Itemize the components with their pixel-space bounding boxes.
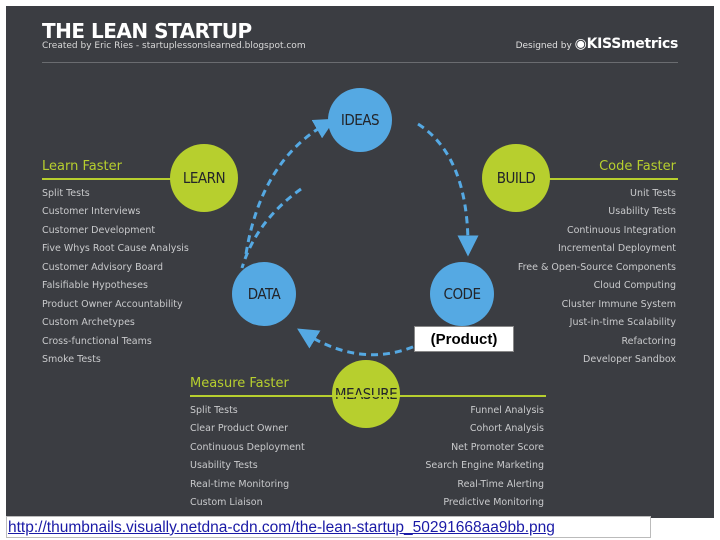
code-faster-item: Usability Tests xyxy=(608,206,676,217)
learn-item: Customer Interviews xyxy=(42,206,141,217)
measure-item: Split Tests xyxy=(190,405,238,416)
code-node: CODE xyxy=(430,262,494,326)
measure-item: Custom Liaison xyxy=(190,497,263,508)
source-url-bar xyxy=(6,516,651,538)
kissmetrics-logo: ◉KISSmetrics xyxy=(574,36,679,52)
code-faster-item: Developer Sandbox xyxy=(583,354,676,365)
kissmetrics-brand: KISSmetrics xyxy=(586,36,679,52)
learn-faster-heading: Learn Faster xyxy=(42,159,122,174)
ideas-node: IDEAS xyxy=(328,88,392,152)
measure-faster-rule xyxy=(190,395,546,397)
code-faster-item: Continuous Integration xyxy=(566,225,676,236)
code-faster-item: Just-in-time Scalability xyxy=(569,317,676,328)
lean-startup-poster: THE LEAN STARTUP Created by Eric Ries - … xyxy=(6,6,714,518)
code-faster-item: Unit Tests xyxy=(629,188,676,199)
measure-item: Clear Product Owner xyxy=(190,423,288,434)
code-faster-heading: Code Faster xyxy=(599,159,676,174)
measure-item: Real-Time Alerting xyxy=(457,479,544,490)
learn-node: LEARN xyxy=(170,144,238,212)
measure-item: Continuous Deployment xyxy=(190,442,305,453)
learn-item: Split Tests xyxy=(42,188,90,199)
learn-item: Falsifiable Hypotheses xyxy=(42,280,148,291)
measure-node: MEASURE xyxy=(332,360,400,428)
designed-by: Designed by ◉KISSmetrics xyxy=(515,36,679,52)
measure-item: Search Engine Marketing xyxy=(425,460,544,471)
measure-item: Funnel Analysis xyxy=(470,405,544,416)
ideas-to-code-arrow xyxy=(417,122,479,257)
code-faster-item: Cloud Computing xyxy=(593,280,676,291)
measure-item: Cohort Analysis xyxy=(469,423,544,434)
learn-item: Product Owner Accountability xyxy=(42,299,183,310)
source-url-link[interactable]: http://thumbnails.visually.netdna-cdn.co… xyxy=(8,519,555,536)
learn-item: Cross-functional Teams xyxy=(42,336,152,347)
measure-item: Real-time Monitoring xyxy=(190,479,290,490)
measure-item: Usability Tests xyxy=(190,460,258,471)
designed-prefix: Designed by xyxy=(515,41,572,51)
learn-to-data-arrow xyxy=(240,187,302,269)
learn-item: Five Whys Root Cause Analysis xyxy=(42,243,189,254)
measure-item: Net Promoter Score xyxy=(451,442,544,453)
code-faster-item: Free & Open-Source Components xyxy=(517,262,676,273)
code-faster-rule xyxy=(546,178,678,180)
learn-faster-rule xyxy=(42,178,174,180)
measure-faster-heading: Measure Faster xyxy=(190,376,289,391)
data-node: DATA xyxy=(232,262,296,326)
code-faster-item: Refactoring xyxy=(621,336,676,347)
measure-item: Predictive Monitoring xyxy=(443,497,544,508)
learn-item: Customer Advisory Board xyxy=(42,262,164,273)
poster-title: THE LEAN STARTUP xyxy=(42,19,252,43)
learn-item: Custom Archetypes xyxy=(42,317,135,328)
cycle-arrows xyxy=(240,118,479,357)
build-node: BUILD xyxy=(482,144,550,212)
data-to-ideas-arrow xyxy=(244,118,336,255)
code-faster-item: Incremental Deployment xyxy=(557,243,676,254)
learn-item: Customer Development xyxy=(42,225,156,236)
poster-credit: Created by Eric Ries - startuplessonslea… xyxy=(42,41,306,51)
code-faster-item: Cluster Immune System xyxy=(561,299,676,310)
product-annotation: (Product) xyxy=(414,326,514,352)
learn-item: Smoke Tests xyxy=(42,354,101,365)
header-divider xyxy=(42,62,678,63)
code-to-data-arrow xyxy=(297,328,425,357)
